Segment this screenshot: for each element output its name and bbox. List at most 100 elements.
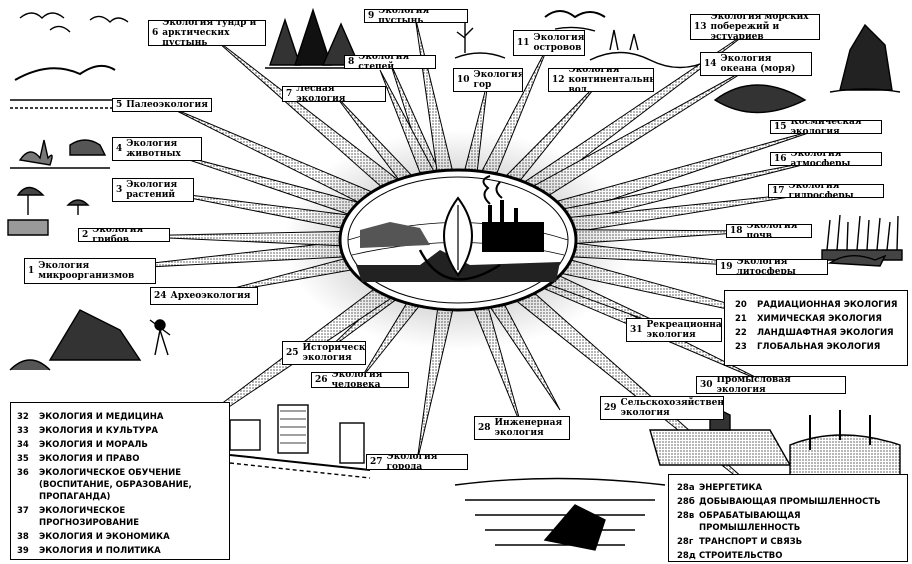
label-text: Инженерная экология xyxy=(494,418,563,438)
label-number: 15 xyxy=(774,122,787,132)
mushroom-icon xyxy=(7,186,90,236)
label-number: 9 xyxy=(368,11,375,21)
label-number: 28 xyxy=(478,423,491,433)
label-number: 17 xyxy=(772,186,785,196)
label-number: 29 xyxy=(604,403,617,413)
label-text: Экология морских побережий и эстуариев xyxy=(710,14,809,40)
label-text: Экология растений xyxy=(126,180,178,200)
label-text: Экология тундр и арктических пустынь xyxy=(162,20,257,46)
label-30: 30 Промысловая экология xyxy=(696,376,846,394)
label-13: 13 Экология морских побережий и эстуарие… xyxy=(690,14,820,40)
bird-icon xyxy=(544,10,606,32)
label-1: 1 Экология микроорганизмов xyxy=(24,258,156,284)
primitive-people-icon xyxy=(9,309,171,371)
label-number: 6 xyxy=(152,28,159,38)
label-number: 8 xyxy=(348,57,355,67)
label-27: 27 Экология города xyxy=(366,454,468,470)
factory-icon xyxy=(482,175,544,252)
label-number: 30 xyxy=(700,380,713,390)
soil-grass-icon xyxy=(821,214,903,261)
label-5: 5 Палеоэкология xyxy=(112,98,212,112)
label-number: 4 xyxy=(116,144,123,154)
label-number: 7 xyxy=(286,89,293,99)
label-text: Археоэкология xyxy=(170,291,251,301)
label-number: 24 xyxy=(154,291,167,301)
label-number: 13 xyxy=(694,22,707,32)
label-17: 17 Экология гидросферы xyxy=(768,184,884,198)
forest-icon xyxy=(265,7,365,69)
label-text: Рекреационная экология xyxy=(646,320,722,340)
label-number: 2 xyxy=(82,230,89,240)
label-text: Лесная экология xyxy=(296,86,346,102)
label-28: 28 Инженерная экология xyxy=(474,416,570,440)
label-12: 12 Экология континентальных вод xyxy=(548,68,654,92)
label-number: 27 xyxy=(370,457,383,467)
label-4: 4 Экология животных xyxy=(112,137,202,161)
label-text: Экология человека xyxy=(331,372,383,388)
label-number: 1 xyxy=(28,266,35,276)
dinosaur-icon xyxy=(10,64,130,109)
label-text: Сельскохозяйственная экология xyxy=(620,398,724,418)
label-9: 9 Экология пустынь xyxy=(364,9,468,23)
label-3: 3 Экология растений xyxy=(112,178,194,202)
label-11: 11 Экология островов xyxy=(513,30,585,56)
label-number: 12 xyxy=(552,75,565,85)
label-text: Экология гор xyxy=(473,70,523,90)
birds-icon xyxy=(19,12,129,33)
label-number: 10 xyxy=(457,75,470,85)
label-text: Промысловая экология xyxy=(716,376,791,394)
label-10: 10 Экология гор xyxy=(453,68,523,92)
label-24: 24 Археоэкология xyxy=(150,287,258,305)
label-text: Экология континентальных вод xyxy=(568,68,653,92)
label-text: Экология островов xyxy=(533,33,585,53)
label-8: 8 Экология степей xyxy=(344,55,436,69)
label-text: Экология гидросферы xyxy=(788,184,854,198)
label-29: 29 Сельскохозяйственная экология xyxy=(600,396,724,420)
label-2: 2 Экология грибов xyxy=(78,228,170,242)
label-text: Экология пустынь xyxy=(378,9,430,23)
label-number: 26 xyxy=(315,375,328,385)
label-text: Экология микроорганизмов xyxy=(38,261,135,281)
label-text: Экология литосферы xyxy=(736,259,796,275)
sea-coast-icon xyxy=(589,29,711,69)
label-number: 11 xyxy=(517,38,530,48)
label-16: 16 Экология атмосферы xyxy=(770,152,882,166)
label-14: 14 Экология океана (моря) xyxy=(700,52,812,76)
label-19: 19 Экология литосферы xyxy=(716,259,828,275)
label-text: Космическая экология xyxy=(790,120,862,134)
label-text: Экология животных xyxy=(126,139,181,159)
label-text: Экология почв xyxy=(746,224,798,238)
label-number: 5 xyxy=(116,100,123,110)
label-18: 18 Экология почв xyxy=(726,224,812,238)
label-7: 7 Лесная экология xyxy=(282,86,386,102)
label-text: Экология океана (моря) xyxy=(720,54,796,74)
label-text: Экология города xyxy=(386,454,438,470)
label-text: Экология грибов xyxy=(92,228,144,242)
label-text: Экология атмосферы xyxy=(790,152,851,166)
fishing-net-icon xyxy=(789,410,901,476)
city-buildings-icon xyxy=(229,404,371,479)
label-number: 14 xyxy=(704,59,717,69)
label-number: 19 xyxy=(720,262,733,272)
animals-icon xyxy=(10,139,110,169)
label-15: 15 Космическая экология xyxy=(770,120,882,134)
label-26: 26 Экология человека xyxy=(311,372,409,388)
cactus-icon xyxy=(454,23,506,59)
